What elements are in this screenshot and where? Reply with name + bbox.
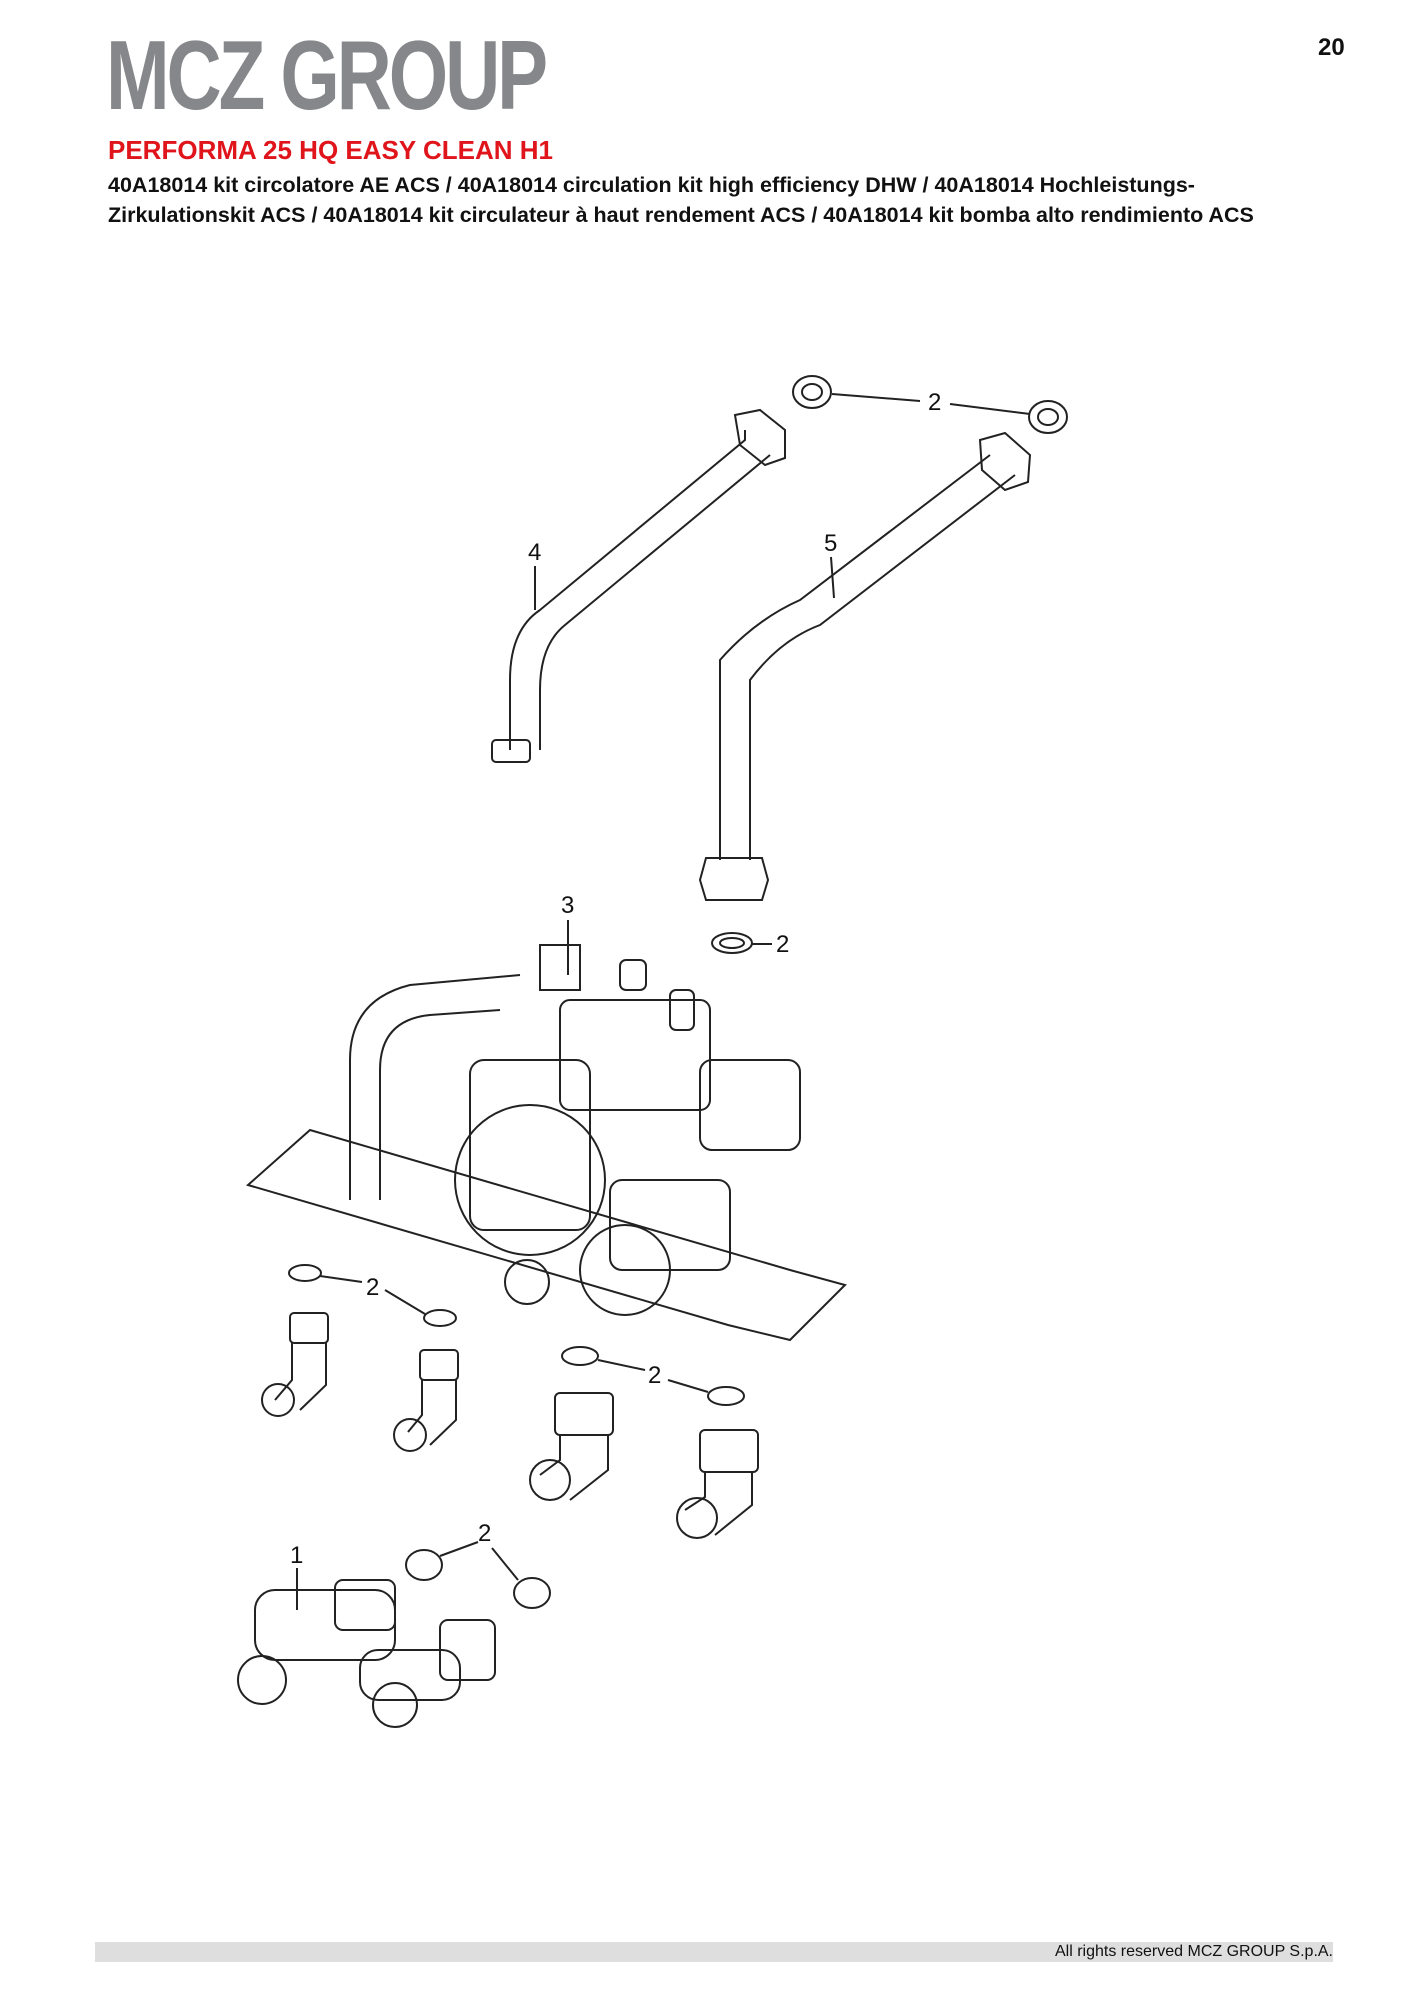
seal-ring [288,1264,322,1282]
callout-label: 5 [824,530,837,557]
seal-ring [561,1346,599,1366]
callout-label: 4 [528,539,541,566]
circulator-assembly [245,944,847,1342]
pipe-5 [698,431,1032,901]
callout-label: 2 [648,1362,661,1389]
callout-label: 2 [776,931,789,958]
callout-label: 3 [561,892,574,919]
mcz-group-logo: MCZ GROUP [106,20,548,130]
seal-ring [792,375,832,409]
seal-ring [707,1386,745,1406]
elbow-fitting [393,1349,459,1452]
page-number: 20 [1318,34,1345,61]
seal-ring [513,1577,551,1609]
seal-ring [1028,400,1068,434]
kit-description: 40A18014 kit circolatore AE ACS / 40A180… [108,173,1254,227]
seal-ring [405,1549,443,1581]
callout-label: 2 [478,1520,491,1547]
product-title: PERFORMA 25 HQ EASY CLEAN H1 [108,135,553,165]
elbow-fitting [676,1429,759,1539]
callout-label: 2 [366,1274,379,1301]
footer-bar: All rights reserved MCZ GROUP S.p.A. [95,1942,1333,1962]
copyright-text: All rights reserved MCZ GROUP S.p.A. [1055,1943,1333,1960]
seal-ring [711,932,753,954]
callout-label: 1 [290,1542,303,1569]
callout-label: 2 [928,389,941,416]
pipe-4 [491,408,786,763]
elbow-fitting [261,1312,329,1417]
seal-ring [423,1309,457,1327]
elbow-fitting [529,1392,614,1501]
exploded-parts-diagram: 2 4 5 3 2 2 2 2 1 [237,375,1068,1728]
valve-group-1 [237,1579,496,1728]
